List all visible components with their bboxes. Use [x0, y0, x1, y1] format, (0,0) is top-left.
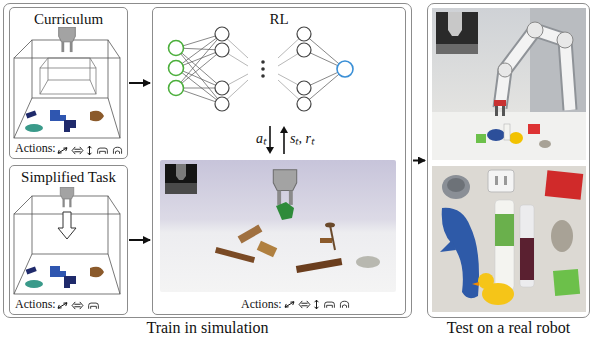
panel-caption: Train in simulation	[146, 319, 268, 337]
flow-arrow	[129, 82, 150, 84]
actions-label: Actions:	[241, 298, 282, 312]
robot-photo	[432, 8, 586, 160]
actions-label: Actions:	[15, 142, 56, 156]
objects-photo	[432, 166, 586, 312]
simplified-task-box: Simplified TaskActions:	[9, 165, 128, 315]
curriculum-scene	[14, 27, 122, 155]
simulation-render	[160, 160, 396, 309]
panel-caption: Test on a real robot	[447, 319, 570, 337]
neural-network	[169, 27, 354, 154]
simulation-panel: Train in simulationCurriculumActions:Sim…	[3, 3, 412, 318]
rl-box: RL Actions:	[152, 7, 406, 315]
curriculum-box: CurriculumActions:	[9, 7, 128, 159]
actions-label: Actions:	[15, 298, 56, 312]
flow-arrow	[413, 160, 425, 162]
simplified-scene	[14, 187, 120, 309]
action-symbol: aₜ	[256, 131, 266, 147]
box-title: Curriculum	[34, 11, 103, 28]
box-title: Simplified Task	[21, 169, 116, 186]
state-reward-symbol: sₜ, rₜ	[290, 131, 314, 147]
flow-arrow	[129, 239, 150, 241]
box-title: RL	[269, 11, 288, 28]
real-robot-panel: Test on a real robot	[427, 3, 590, 318]
